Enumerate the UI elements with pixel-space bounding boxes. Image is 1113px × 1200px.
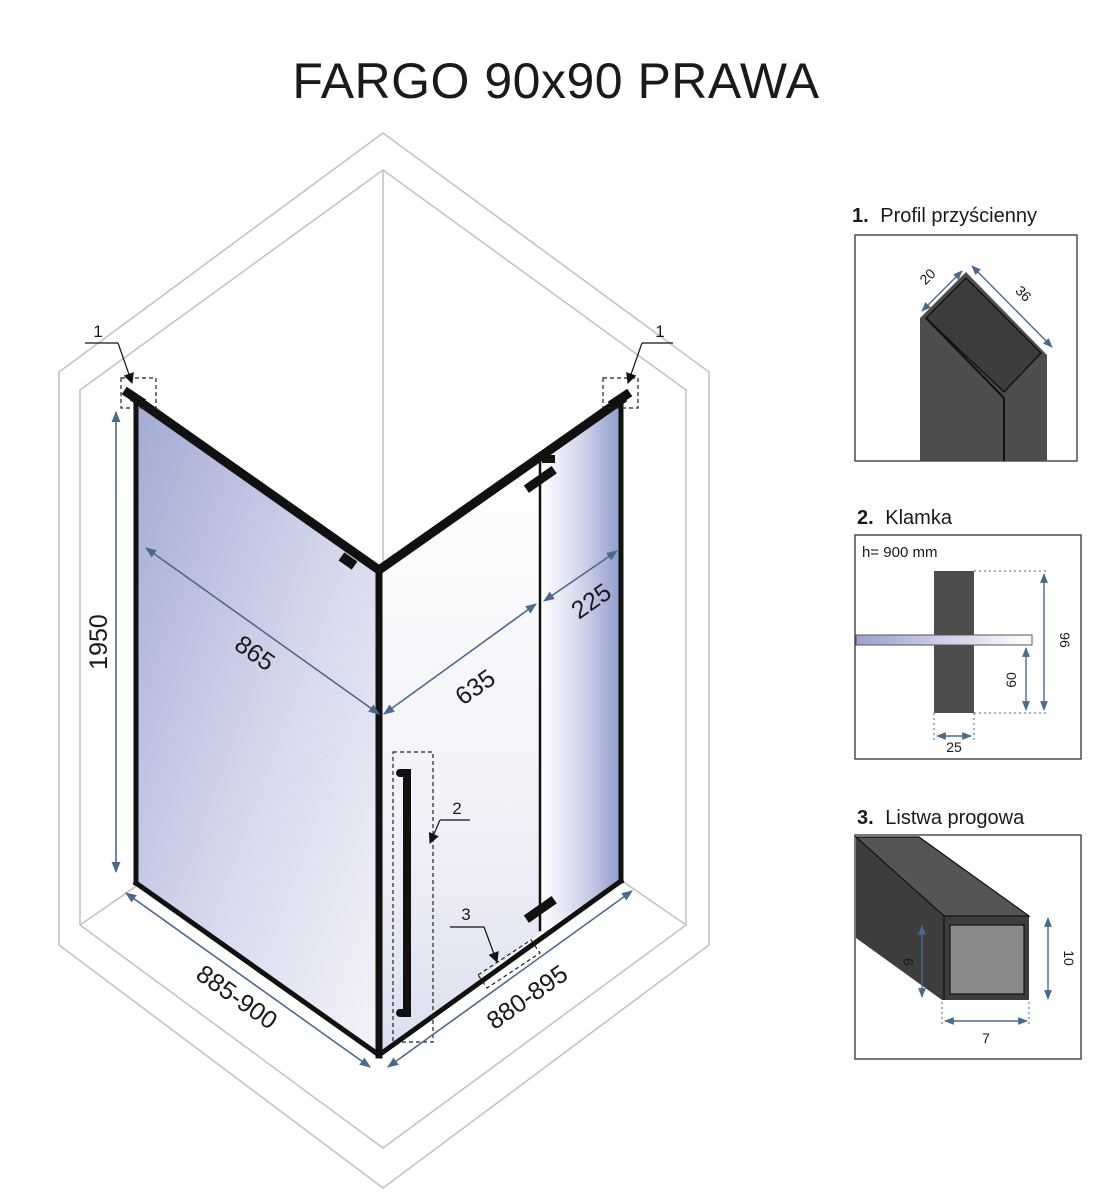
detail-handle: 2. Klamka h= 900 mm 96 60 25 xyxy=(854,507,1082,760)
callout-1-left: 1 xyxy=(93,322,102,341)
fixed-glass-panel xyxy=(540,400,621,933)
detail-3-title: 3. Listwa progowa xyxy=(857,807,1025,829)
detail-2-note: h= 900 mm xyxy=(862,544,937,561)
detail-2-number: 2. xyxy=(857,507,874,529)
detail-3-dim-width: 7 xyxy=(982,1030,990,1046)
dim-height: 1950 xyxy=(85,614,113,670)
detail-2-dim-width: 25 xyxy=(946,739,962,755)
left-glass-panel xyxy=(136,399,379,1055)
detail-2-dim-height: 96 xyxy=(1057,632,1073,648)
dimension-lines xyxy=(111,410,633,1068)
detail-threshold-strip: 3. Listwa progowa 9 10 7 xyxy=(854,807,1082,1060)
detail-3-dim-outer: 10 xyxy=(1061,950,1077,966)
detail-3-number: 3. xyxy=(857,807,874,829)
detail-3-dim-inner: 9 xyxy=(900,958,916,966)
detail-1-title: 1. Profil przyścienny xyxy=(852,205,1037,227)
detail-wall-profile: 1. Profil przyścienny 20 36 xyxy=(852,205,1078,462)
detail-2-label: Klamka xyxy=(885,507,953,529)
callout-1-right: 1 xyxy=(655,322,664,341)
callout-3: 3 xyxy=(461,905,470,924)
detail-3-label: Listwa progowa xyxy=(885,807,1025,829)
detail-1-number: 1. xyxy=(852,205,869,227)
detail-2-dim-offset: 60 xyxy=(1003,672,1019,688)
detail-2-title: 2. Klamka xyxy=(857,507,953,529)
page-title: FARGO 90x90 PRAWA xyxy=(292,53,819,109)
callout-2: 2 xyxy=(452,799,461,818)
detail-1-label: Profil przyścienny xyxy=(880,205,1037,227)
